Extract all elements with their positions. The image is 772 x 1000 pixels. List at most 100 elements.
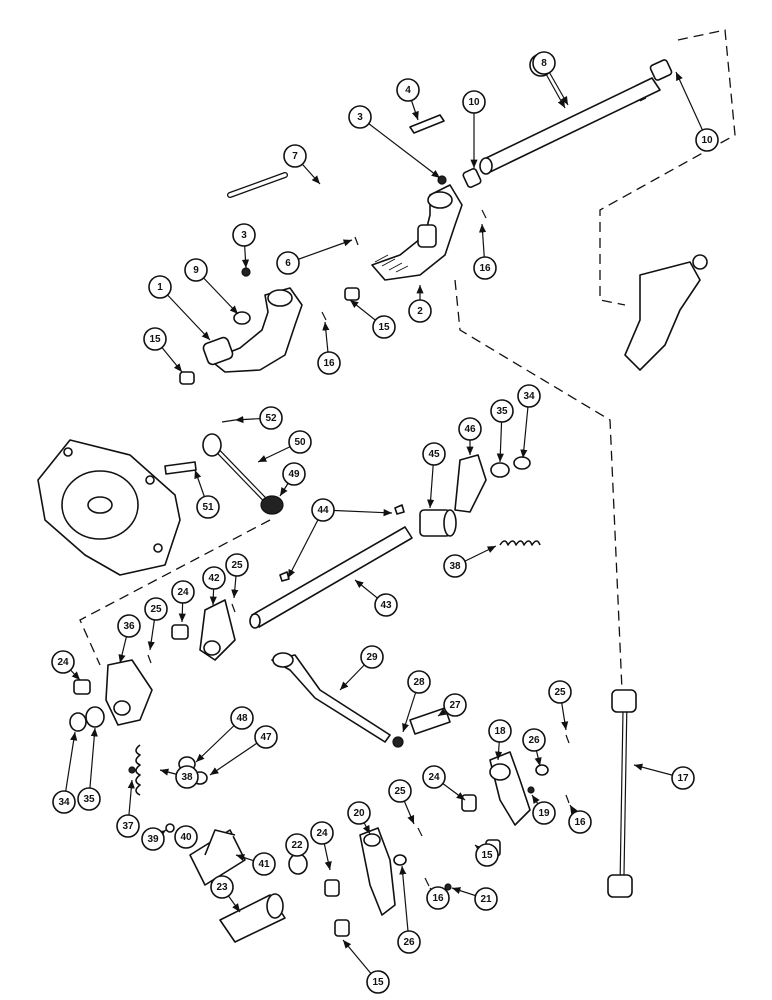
callout-label: 7 [292, 151, 298, 162]
callout-7: 7 [283, 144, 321, 185]
callout-label: 48 [236, 713, 248, 724]
callout-label: 28 [413, 677, 425, 688]
callout-circle [148, 275, 172, 299]
callout-44: 44 [287, 498, 335, 579]
callout-label: 26 [403, 937, 415, 948]
callout-circle [276, 251, 300, 275]
lever-arm-upper [419, 454, 531, 537]
callout-label: 2 [417, 306, 423, 317]
vertical-rod [607, 689, 637, 898]
callout-9: 9 [184, 258, 239, 315]
callout-circle [473, 256, 497, 280]
callout-label: 3 [241, 230, 247, 241]
callout-label: 16 [323, 358, 335, 369]
callout-label: 10 [468, 97, 480, 108]
brake-pedal-right [371, 184, 463, 281]
callout-label: 6 [285, 258, 291, 269]
callout-29: 29 [339, 645, 384, 691]
callout-label: 25 [394, 786, 406, 797]
callout-label: 16 [574, 817, 586, 828]
callout-49: 49 [279, 462, 306, 497]
leader-line [675, 71, 708, 141]
callout-16: 16 [473, 223, 497, 280]
callout-label: 52 [265, 413, 277, 424]
callout-circle [347, 801, 371, 825]
callout-label: 4 [405, 85, 411, 96]
callout-label: 35 [83, 794, 95, 805]
callout-label: 24 [177, 587, 189, 598]
callout-35: 35 [490, 399, 514, 463]
callout-8: 8 [532, 51, 569, 106]
callout-label: 27 [449, 700, 461, 711]
callout-25: 25 [144, 597, 168, 651]
connecting-rod [271, 652, 451, 748]
callout-circle [532, 801, 556, 825]
callout-label: 19 [538, 808, 550, 819]
callout-circle [388, 779, 412, 803]
callout-layer: 1233456789101015151515161616161718192021… [51, 51, 719, 994]
callout-label: 44 [317, 505, 329, 516]
callout-43: 43 [354, 579, 398, 617]
callout-label: 17 [677, 773, 689, 784]
cross-shaft [249, 504, 413, 629]
callout-circle [196, 495, 220, 519]
callout-label: 16 [479, 263, 491, 274]
callout-circle [317, 351, 341, 375]
callout-46: 46 [458, 417, 482, 455]
callout-37: 37 [116, 779, 140, 838]
callout-circle [671, 766, 695, 790]
callout-label: 34 [58, 797, 70, 808]
callout-circle [396, 78, 420, 102]
callout-circle [366, 970, 390, 994]
callout-48: 48 [195, 706, 254, 763]
bushing-and-pivot [219, 853, 308, 943]
callout-label: 16 [432, 893, 444, 904]
ghost-pedal-illustration [624, 254, 708, 371]
callout-3: 3 [232, 223, 256, 269]
cotter-pins [147, 603, 570, 887]
leader-line [88, 727, 98, 800]
callout-circle [282, 462, 306, 486]
leader-line [399, 865, 410, 943]
callout-label: 46 [464, 424, 476, 435]
callout-circle [77, 787, 101, 811]
callout-circle [52, 790, 76, 814]
callout-circle [462, 90, 486, 114]
callout-22: 22 [285, 833, 309, 857]
callout-25: 25 [388, 779, 415, 825]
callout-label: 41 [258, 859, 270, 870]
callout-circle [310, 821, 334, 845]
lever-arm-20 [324, 827, 452, 937]
callout-15: 15 [474, 843, 499, 867]
callout-label: 34 [523, 391, 535, 402]
callout-34: 34 [517, 384, 541, 459]
callout-label: 25 [554, 687, 566, 698]
callout-circle [174, 825, 198, 849]
lever-arm-18 [461, 751, 549, 857]
callout-circle [259, 406, 283, 430]
callout-circle [141, 827, 165, 851]
callout-circle [230, 706, 254, 730]
callout-label: 50 [294, 437, 306, 448]
callout-label: 20 [353, 808, 365, 819]
callout-circle [252, 852, 276, 876]
lever-arm-42 [171, 599, 236, 661]
callout-15: 15 [349, 299, 396, 339]
callout-label: 36 [123, 621, 135, 632]
callout-circle [517, 384, 541, 408]
callout-circle [568, 810, 592, 834]
callout-15: 15 [143, 327, 183, 373]
callout-circle [443, 693, 467, 717]
callout-25: 25 [225, 553, 249, 599]
callout-circle [475, 843, 499, 867]
callout-51: 51 [194, 469, 220, 519]
callout-circle [522, 728, 546, 752]
callout-circle [360, 645, 384, 669]
callout-circle [254, 725, 278, 749]
callout-42: 42 [202, 566, 226, 606]
callout-circle [422, 765, 446, 789]
callout-24: 24 [171, 580, 195, 623]
callout-circle [116, 814, 140, 838]
callout-16: 16 [317, 321, 341, 375]
callout-label: 15 [481, 850, 493, 861]
